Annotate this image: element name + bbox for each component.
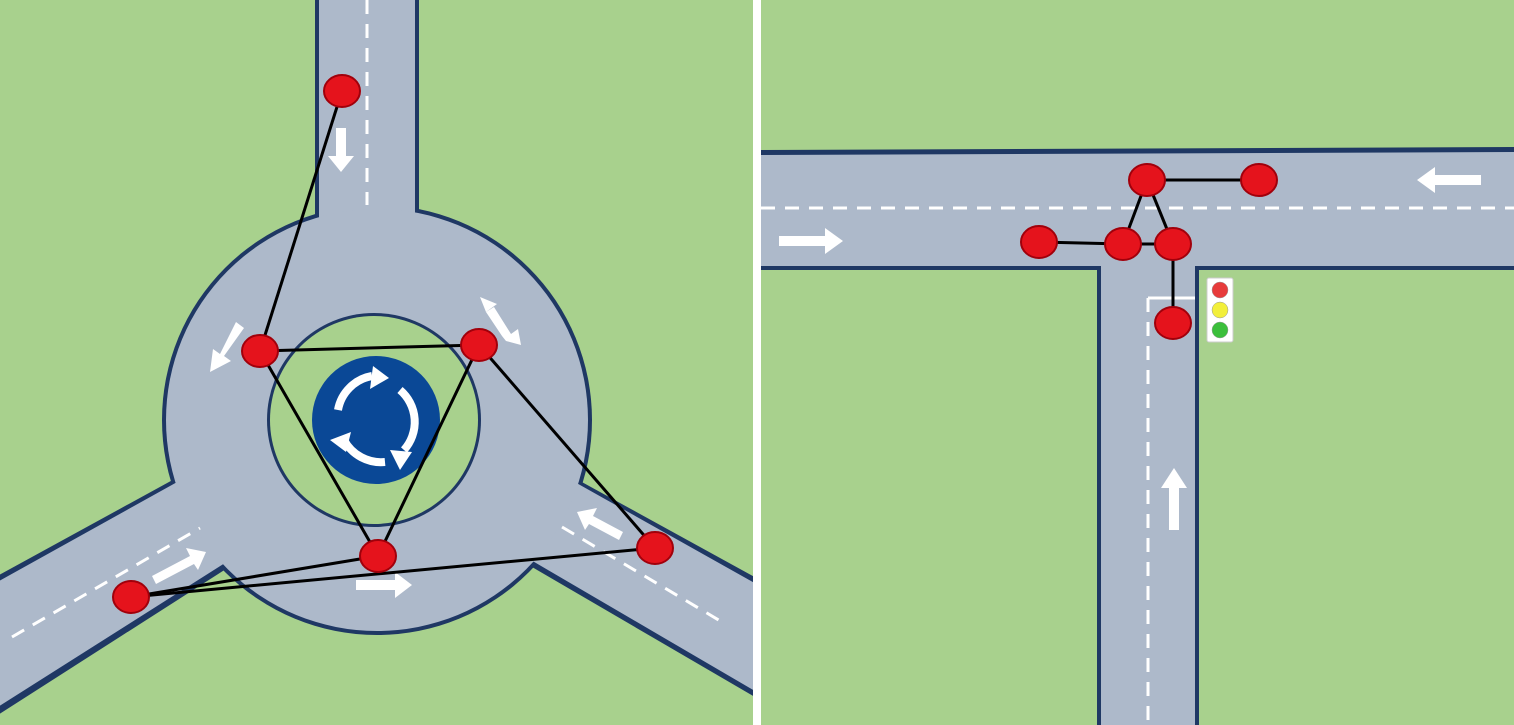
graph-node	[1154, 227, 1192, 261]
graph-node	[1128, 163, 1166, 197]
graph-node	[1154, 306, 1192, 340]
graph-edge	[477, 344, 657, 549]
arrow-down-icon	[328, 128, 354, 172]
graph-edge	[130, 546, 656, 599]
arrow-northwest-icon	[577, 508, 623, 540]
arrow-east-icon	[356, 572, 412, 598]
graph-node	[636, 531, 674, 565]
direction-arrows	[152, 128, 623, 598]
arrow-northeast-icon	[486, 307, 521, 345]
graph-node	[460, 328, 498, 362]
arrow-up-icon	[1161, 468, 1187, 530]
arrow-southwest-icon	[210, 322, 244, 372]
graph-edge	[376, 344, 481, 557]
graph-edge	[259, 343, 480, 353]
graph-node	[359, 539, 397, 573]
lane-markings	[11, 0, 723, 639]
graph-node	[241, 334, 279, 368]
graph-node	[112, 580, 150, 614]
arrow-northeast-icon	[152, 548, 206, 584]
graph-edge	[130, 554, 379, 599]
direction-arrows	[779, 167, 1481, 530]
arrow-northeast-icon	[480, 297, 497, 312]
roundabout-sign-icon	[312, 356, 440, 484]
t-junction-panel	[761, 0, 1514, 725]
panel-divider	[753, 0, 761, 725]
graph-nodes	[112, 74, 674, 614]
graph-edges	[130, 90, 657, 599]
arrow-east-icon	[779, 228, 843, 254]
roundabout-panel	[0, 0, 753, 725]
arrow-west-icon	[1417, 167, 1481, 193]
graph-node	[1020, 225, 1058, 259]
graph-node	[323, 74, 361, 108]
graph-nodes	[1020, 163, 1278, 340]
graph-node	[1104, 227, 1142, 261]
graph-node	[1240, 163, 1278, 197]
graph-edge	[258, 90, 344, 352]
traffic-light-icon	[1206, 277, 1234, 343]
graph-edge	[258, 350, 380, 557]
